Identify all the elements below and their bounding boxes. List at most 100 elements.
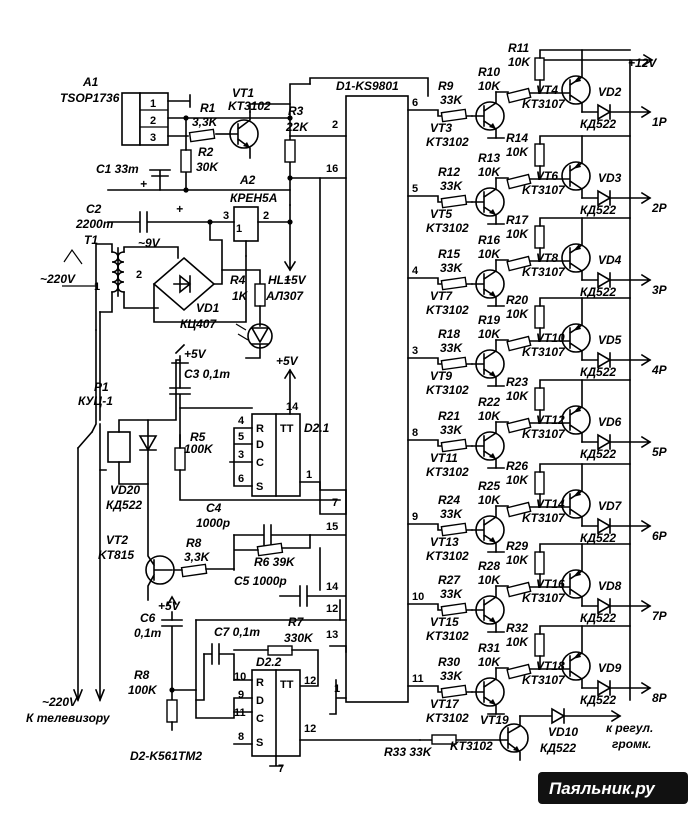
a2-pin-2: 2: [263, 210, 269, 222]
r6-label: R6 39K: [254, 555, 296, 569]
d21-in-r: R: [256, 423, 264, 435]
d21-in-d: D: [256, 439, 264, 451]
ch1-rb-ref: R9: [438, 79, 454, 93]
c1-label: C1 33m: [96, 162, 139, 176]
ch7-diode-line: [581, 597, 652, 615]
c1-plus: +: [140, 177, 147, 191]
ch5-pnp-part: KT3107: [522, 427, 566, 441]
d22-pin-9: 9: [238, 689, 244, 701]
d1-pin-1: 1: [334, 683, 340, 695]
ch8-pnp-part: KT3107: [522, 673, 566, 687]
vd20-part: КД522: [106, 498, 142, 512]
d22-in-c: C: [256, 713, 264, 725]
r7-ref: R7: [288, 615, 305, 629]
plus5-a2: +5V: [284, 273, 307, 287]
ch5-rt-resistor: [534, 387, 545, 411]
ch1-rt-value: 10K: [508, 55, 531, 69]
ch4-vd-part: КД522: [580, 365, 616, 379]
watermark-badge: [538, 772, 688, 804]
vd20-ref: VD20: [110, 483, 140, 497]
ch2-pnp: [561, 161, 591, 191]
ch8-rb-value: 33K: [440, 669, 463, 683]
d1-pin-2: 2: [332, 119, 338, 131]
vd10-ref: VD10: [548, 725, 578, 739]
ch6-rt-resistor: [534, 471, 545, 495]
vd1-part: КЦ407: [180, 317, 217, 331]
ch3-rt-ref: R17: [506, 213, 529, 227]
p1-ref: P1: [94, 380, 109, 394]
ch7-rb-ref: R27: [438, 573, 461, 587]
ch5-rb-value: 33K: [440, 423, 463, 437]
ch7-rb-value: 33K: [440, 587, 463, 601]
d1-pin-15: 15: [326, 521, 338, 533]
ch1-rt-resistor: [534, 57, 545, 81]
ch8-npn-part: KT3102: [426, 711, 469, 725]
ch7-out-label: 7P: [652, 609, 668, 623]
ch7-rt-value: 10K: [506, 553, 529, 567]
vt1-transistor: [229, 111, 259, 159]
flipflop-d22: R D C S TT 10 9 11 8 12 12 7: [234, 669, 316, 775]
r3-resistor: [284, 139, 296, 163]
r7-value: 330K: [284, 631, 314, 645]
c2-plus: +: [176, 202, 183, 216]
ch1-rp-ref: R10: [478, 65, 500, 79]
ch3-pnp-ref: VT8: [536, 251, 558, 265]
ch4-npn-arrow: [489, 371, 496, 377]
watermark-text: Паяльник.ру: [549, 779, 656, 798]
tv-out-line2: К телевизору: [26, 711, 111, 725]
ch7-rt-ref: R29: [506, 539, 528, 553]
vd1-ref: VD1: [196, 301, 220, 315]
c5-label: C5 1000p: [234, 574, 287, 588]
d21-in-c: C: [256, 457, 264, 469]
ch7-rp-value: 10K: [478, 573, 501, 587]
ch5-npn-part: KT3102: [426, 465, 469, 479]
plus5-c6: +5V: [158, 599, 181, 613]
r8a-ref: R8: [186, 536, 202, 550]
ch8-rp-ref: R31: [478, 641, 500, 655]
ch8-npn-ref: VT17: [430, 697, 460, 711]
ch7-pnp-arrow: [573, 570, 581, 577]
r33-label: R33 33K: [384, 745, 433, 759]
ch5-pnp: [561, 405, 591, 435]
ch2-rt-value: 10K: [506, 145, 529, 159]
ch5-npn-ref: VT11: [430, 451, 458, 465]
ch2-rp-ref: R13: [478, 151, 500, 165]
c4-value: 1000p: [196, 516, 230, 530]
ch1-vd-ref: VD2: [598, 85, 622, 99]
ch4-rp-ref: R19: [478, 313, 500, 327]
d1-pin-12: 12: [326, 603, 338, 615]
ch3-npn-arrow: [489, 291, 496, 297]
bridge-vd1: [152, 256, 216, 312]
ch4-pnp-part: KT3107: [522, 345, 566, 359]
t1-ref: T1: [84, 233, 98, 247]
ch6-rb-value: 33K: [440, 507, 463, 521]
ch2-npn-leads: [471, 177, 497, 225]
ch1-rb-value: 33K: [440, 93, 463, 107]
ch6-pnp-part: KT3107: [522, 511, 566, 525]
d1-pin-out-5: 8: [412, 427, 418, 439]
ch1-diode-line: [581, 103, 652, 121]
vd10-part: КД522: [540, 741, 576, 755]
r8b-resistor: [166, 699, 178, 723]
ch1-vd-part: КД522: [580, 117, 616, 131]
ch2-rb-resistor: [440, 194, 468, 209]
ch2-rb-value: 33K: [440, 179, 463, 193]
ch6-vd-part: КД522: [580, 531, 616, 545]
ch5-rp-ref: R22: [478, 395, 500, 409]
d21-pin-1: 1: [306, 469, 312, 481]
r33-resistor: [431, 734, 457, 745]
d1-pin-out-2: 5: [412, 183, 418, 195]
ch4-rt-ref: R20: [506, 293, 528, 307]
ch6-pnp-arrow: [573, 490, 581, 497]
ch5-pnp-ref: VT12: [536, 413, 565, 427]
d21-pin-6: 6: [238, 473, 244, 485]
ch4-pnp-leads: [539, 297, 583, 361]
hl1-part: АЛ307: [265, 289, 304, 303]
ch2-npn-ref: VT5: [430, 207, 452, 221]
r8b-ref: R8: [134, 668, 150, 682]
c3-label: C3 0,1m: [184, 367, 230, 381]
ch6-pnp: [561, 489, 591, 519]
r4-value: 1K: [232, 289, 249, 303]
